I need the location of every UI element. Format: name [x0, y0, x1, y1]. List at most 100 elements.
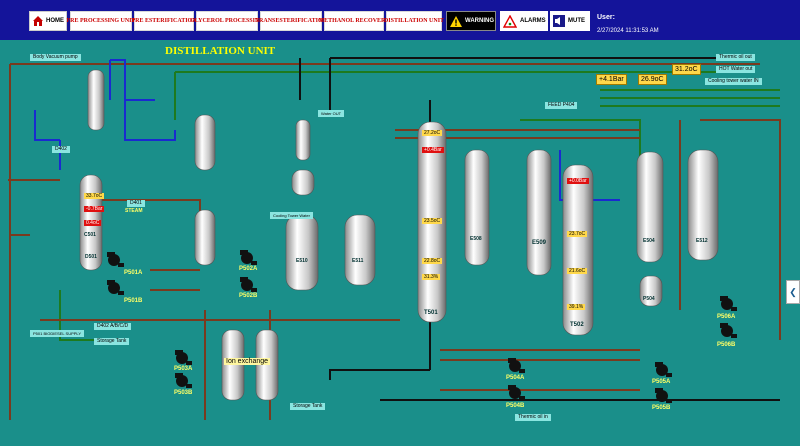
pump-p503a[interactable]	[175, 350, 192, 365]
reading-t501-low: 22.8oC	[422, 258, 443, 264]
label-p506a: P506A	[717, 314, 736, 320]
home-label: HOME	[46, 18, 64, 24]
pipe	[150, 269, 200, 291]
tag-d402: D402	[52, 146, 70, 153]
pipe	[109, 59, 155, 101]
pump-p501a[interactable]	[107, 252, 124, 267]
vessel-p504[interactable]	[639, 275, 663, 307]
tag-vacuum-pump: Body Vacuum pump	[30, 54, 81, 61]
reading-t501-top: 27.2oC	[422, 130, 443, 136]
vessel-d504[interactable]	[285, 214, 319, 291]
vessel-d503b[interactable]	[291, 169, 315, 196]
reading-t501-bot: 31.3%	[422, 274, 441, 280]
alarms-button[interactable]: ALARMS	[500, 11, 548, 31]
datetime: 2/27/2024 11:31:53 AM	[597, 28, 659, 34]
tab-distillation-unit[interactable]: DISTILLATION UNIT	[384, 11, 444, 31]
mute-button[interactable]: MUTE	[550, 11, 590, 31]
pump-p504b[interactable]	[508, 385, 525, 400]
pump-p505a[interactable]	[655, 362, 672, 377]
alarm-icon	[503, 14, 517, 28]
label-p503b: P503B	[174, 390, 193, 396]
tab-transesterification[interactable]: TRANSESTERIFICATION	[255, 11, 327, 31]
pipe	[440, 349, 640, 391]
column-t502[interactable]	[562, 164, 594, 336]
tab-pre-processing-unit[interactable]: PRE PROCESSING UNIT	[67, 11, 136, 31]
process-flow-diagram	[8, 57, 781, 420]
tag-thermic-oil-in: Thermic oil in	[515, 414, 551, 421]
pump-p502a[interactable]	[240, 250, 257, 265]
label-e504: E504	[643, 238, 655, 244]
vessel-e505[interactable]	[295, 119, 311, 161]
vessel-d503[interactable]	[87, 69, 105, 131]
label-t502: T502	[570, 322, 584, 328]
label-d501: D501	[85, 254, 97, 260]
alarms-label: ALARMS	[520, 18, 546, 24]
home-button[interactable]: HOME	[29, 11, 67, 31]
reading-t502-bot: 39.1%	[567, 304, 586, 310]
reading-t501-p: +0.4Bar	[422, 147, 444, 153]
mute-label: MUTE	[568, 18, 585, 24]
label-p503a: P503A	[174, 366, 193, 372]
vessel-e516[interactable]	[344, 214, 376, 286]
label-e512: E512	[696, 238, 708, 244]
chevron-left-icon: ❮	[789, 286, 797, 297]
reading-p1: +4.1Bar	[596, 74, 627, 85]
tag-hot-water-out: HOT Water out	[716, 66, 756, 73]
pump-p503b[interactable]	[175, 373, 192, 388]
label-e508: E508	[470, 236, 482, 242]
reading-t502-p: +0.0Bar	[567, 178, 589, 184]
tag-thermic-oil-out: Thermic oil out	[716, 54, 755, 61]
tag-cooling-tower-in: Cooling tower water IN	[705, 78, 762, 85]
ion-exchange-b[interactable]	[255, 329, 279, 401]
warning-icon	[450, 15, 462, 27]
pump-p506a[interactable]	[720, 296, 737, 311]
label-t501: T501	[424, 310, 438, 316]
tab-pre-esterification[interactable]: PRE ESTERIFICATION	[131, 11, 197, 31]
speaker-icon	[553, 15, 565, 27]
vessel-e512[interactable]	[687, 149, 719, 261]
warning-button[interactable]: WARNING	[446, 11, 496, 31]
side-panel-toggle[interactable]: ❮	[786, 280, 800, 304]
pipe	[559, 150, 620, 201]
vessel-e508[interactable]	[464, 149, 490, 266]
tag-storage-tank-1: Storage Tank	[94, 338, 130, 345]
reading-t502-mid: 23.7oC	[567, 231, 588, 237]
tag-d402-abc: D402 A/B/C/D	[94, 323, 132, 330]
ion-exchange-a[interactable]	[221, 329, 245, 401]
tag-d401: D401	[127, 200, 145, 207]
reading-p2: 26.9oC	[638, 74, 667, 85]
label-e509: E509	[532, 240, 547, 246]
label-c501: C501	[84, 232, 96, 238]
label-p502b: P502B	[239, 293, 258, 299]
pump-p506b[interactable]	[720, 323, 737, 338]
reading-c501-a: 33.7oC	[84, 193, 105, 199]
top-toolbar: HOME PRE PROCESSING UNIT PRE ESTERIFICAT…	[0, 0, 800, 40]
label-steam: STEAM	[125, 208, 143, 214]
pipe	[600, 89, 780, 107]
label-p502a: P502A	[239, 266, 258, 272]
label-p505b: P505B	[652, 405, 671, 411]
vessel-e507[interactable]	[194, 114, 216, 171]
pipe	[679, 119, 781, 340]
user-label: User:	[597, 14, 615, 21]
vessel-d502[interactable]	[194, 209, 216, 266]
label-p506b: P506B	[717, 342, 736, 348]
vessel-e509[interactable]	[526, 149, 552, 276]
label-p501b: P501B	[124, 298, 143, 304]
pump-p501b[interactable]	[107, 280, 124, 295]
reading-p3: 31.2oC	[672, 64, 701, 75]
tag-feed: FEED P404	[545, 102, 578, 109]
vessel-e504[interactable]	[636, 151, 664, 263]
tab-methanol-recovery[interactable]: METHANOL RECOVERY	[319, 11, 389, 31]
reading-t501-mid: 23.5oC	[422, 218, 443, 224]
tag-side-left: P501 BIODIESEL SUPPLY	[30, 330, 85, 337]
label-p504b: P504B	[506, 403, 525, 409]
tab-glycerol-processing[interactable]: GLYCEROL PROCESSING	[190, 11, 264, 31]
tag-water-out: Water OUT	[318, 110, 345, 117]
reading-c501-c: 0.4oC	[84, 220, 102, 226]
page-title: DISTILLATION UNIT	[165, 45, 276, 57]
pump-p502b[interactable]	[240, 277, 257, 292]
reading-t502-low: 21.6oC	[567, 268, 588, 274]
label-p505a: P505A	[652, 379, 671, 385]
tag-cooling-tower-out: Cooling Tower Water	[270, 212, 313, 219]
